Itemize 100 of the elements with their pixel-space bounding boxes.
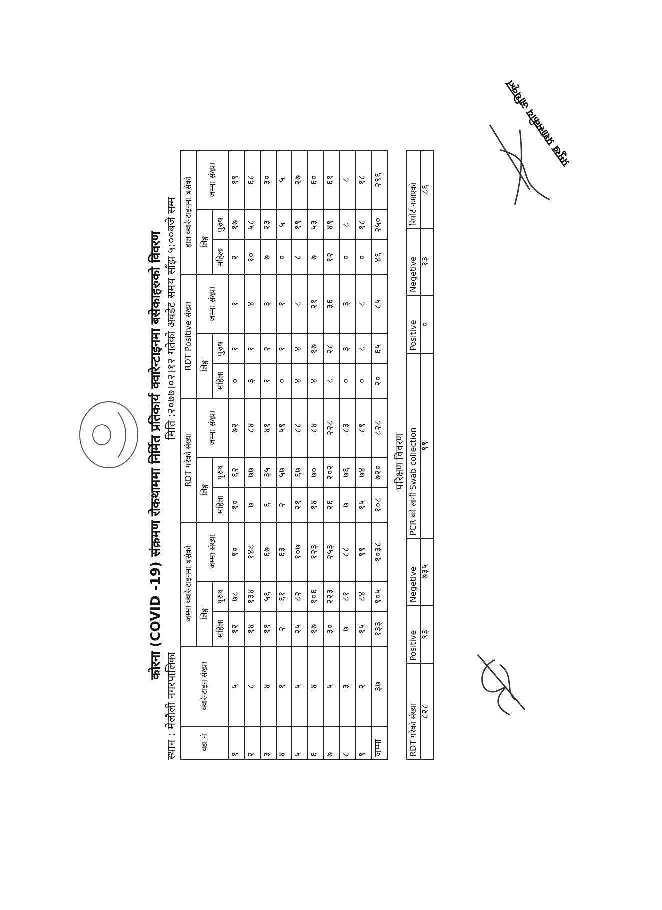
table-cell: ३ [340, 646, 356, 726]
table-cell: ३० [324, 612, 340, 646]
header-cell: PCR को लागी Swab collection [406, 354, 420, 538]
table-cell: १४८ [244, 522, 260, 582]
table-cell: ७ [340, 612, 356, 646]
table-cell: ५ [324, 646, 340, 726]
table-cell: ५६ [260, 582, 276, 612]
header-cell: जम्मा संख्या [196, 274, 228, 334]
header-cell: Positive [406, 605, 420, 664]
table-cell: १२ [324, 240, 340, 274]
table-cell: ९०५ [372, 582, 388, 612]
table-cell: २ [276, 612, 292, 646]
table-cell: ५ [276, 150, 292, 210]
table-cell: १३३ [372, 612, 388, 646]
table-cell: १७ [308, 334, 324, 364]
header-cell: RDT गरेको संख्या [406, 664, 420, 760]
table-cell: ३५ [260, 458, 276, 488]
table-cell: ४६ [372, 240, 388, 274]
table-cell: ० [276, 240, 292, 274]
header-cell: महिला [212, 240, 228, 274]
header-cell: Positive [406, 295, 420, 354]
table-cell: २२३ [324, 582, 340, 612]
table-cell: २५ [292, 612, 308, 646]
table-cell: २६ [324, 488, 340, 522]
table-cell: ८ [356, 334, 372, 364]
table-cell: १ [260, 364, 276, 398]
table-cell: १ [244, 334, 260, 364]
table-cell: ६८ [244, 150, 260, 210]
table-cell: ५३ [308, 210, 324, 240]
table-cell: १८ [356, 210, 372, 240]
table-cell: २८ [324, 334, 340, 364]
table-cell: ५९ [276, 398, 292, 458]
table-cell: ८६ [420, 150, 434, 228]
table-cell: ६३ [276, 522, 292, 582]
header-cell: लिङ्ग [196, 210, 212, 274]
table-cell: १९ [228, 150, 244, 210]
table-cell: ८ [292, 240, 308, 274]
table-cell: ९९ [356, 522, 372, 582]
table-cell: १०८ [372, 488, 388, 522]
table-cell: ७ [260, 240, 276, 274]
table-cell: २१ [292, 488, 308, 522]
table-cell: २ [260, 334, 276, 364]
table-cell: १ [228, 334, 244, 364]
table-cell: ७६ [340, 458, 356, 488]
table-cell: ४ [292, 364, 308, 398]
table-cell: ७७ [244, 458, 260, 488]
header-cell: क्वारेन्टाइन संख्या [180, 646, 228, 726]
table-cell: २० [372, 364, 388, 398]
table-cell: ८ [356, 274, 372, 334]
header-cell: RDT गरेको संख्या [180, 398, 196, 522]
table-cell: १३ [420, 228, 434, 296]
table-cell: १४ [244, 612, 260, 646]
table-cell: २९६ [372, 150, 388, 210]
row-header-cell: जम्मा [372, 726, 388, 760]
table-cell: ० [420, 295, 434, 354]
table-cell: १४ [308, 488, 324, 522]
table-cell: ८८ [340, 522, 356, 582]
header-cell: Negetive [406, 228, 420, 296]
header-cell: हाल क्वारेन्टाइनमा बसेको [180, 150, 196, 274]
row-header-cell: ९ [356, 726, 372, 760]
table-cell: १०७ [292, 522, 308, 582]
table-cell: ८८ [292, 398, 308, 458]
row-header-cell: ३ [260, 726, 276, 760]
table-cell: ७ [244, 488, 260, 522]
table-cell: ७० [308, 458, 324, 488]
table-cell: १३४ [244, 582, 260, 612]
table-cell: १२३ [308, 522, 324, 582]
table-cell: ४ [308, 364, 324, 398]
table-cell: ८५ [372, 274, 388, 334]
table-cell: ५८ [244, 210, 260, 240]
table-cell: १० [228, 488, 244, 522]
table-cell: ७८ [228, 582, 244, 612]
table-cell: २ [356, 646, 372, 726]
table-cell: १ [276, 646, 292, 726]
table-cell: ७४ [356, 458, 372, 488]
table-cell: ३७ [372, 646, 388, 726]
header-cell: लिङ्ग [196, 334, 212, 398]
table-cell: ८२८ [420, 664, 434, 760]
table-cell: ८ [340, 150, 356, 210]
header-cell: महिला [212, 488, 228, 522]
table-cell: ० [356, 364, 372, 398]
table-cell: ८३ [340, 398, 356, 458]
table-cell: ९९ [420, 354, 434, 538]
header-cell: जम्मा क्वारेन्टाइनमा बसेको [180, 522, 196, 646]
table-cell: ३ [340, 334, 356, 364]
header-cell: RDT Positive संख्या [180, 274, 196, 398]
table-cell: ६७ [260, 522, 276, 582]
table-cell: ५७ [276, 458, 292, 488]
table-cell: १९ [292, 210, 308, 240]
table-cell: २ [228, 240, 244, 274]
header-cell: महिला [212, 364, 228, 398]
header-cell: रिपोर्ट नआएको [406, 150, 420, 228]
table-cell: ४९ [324, 210, 340, 240]
table-cell: ० [228, 364, 244, 398]
table-cell: ७ [308, 240, 324, 274]
row-header-cell: ८ [340, 726, 356, 760]
location-text: स्थान : मेलौली नगरपालिका [164, 652, 178, 760]
table-cell: ५ [228, 646, 244, 726]
table-cell: ८१ [340, 582, 356, 612]
table-cell: २२८ [324, 398, 340, 458]
